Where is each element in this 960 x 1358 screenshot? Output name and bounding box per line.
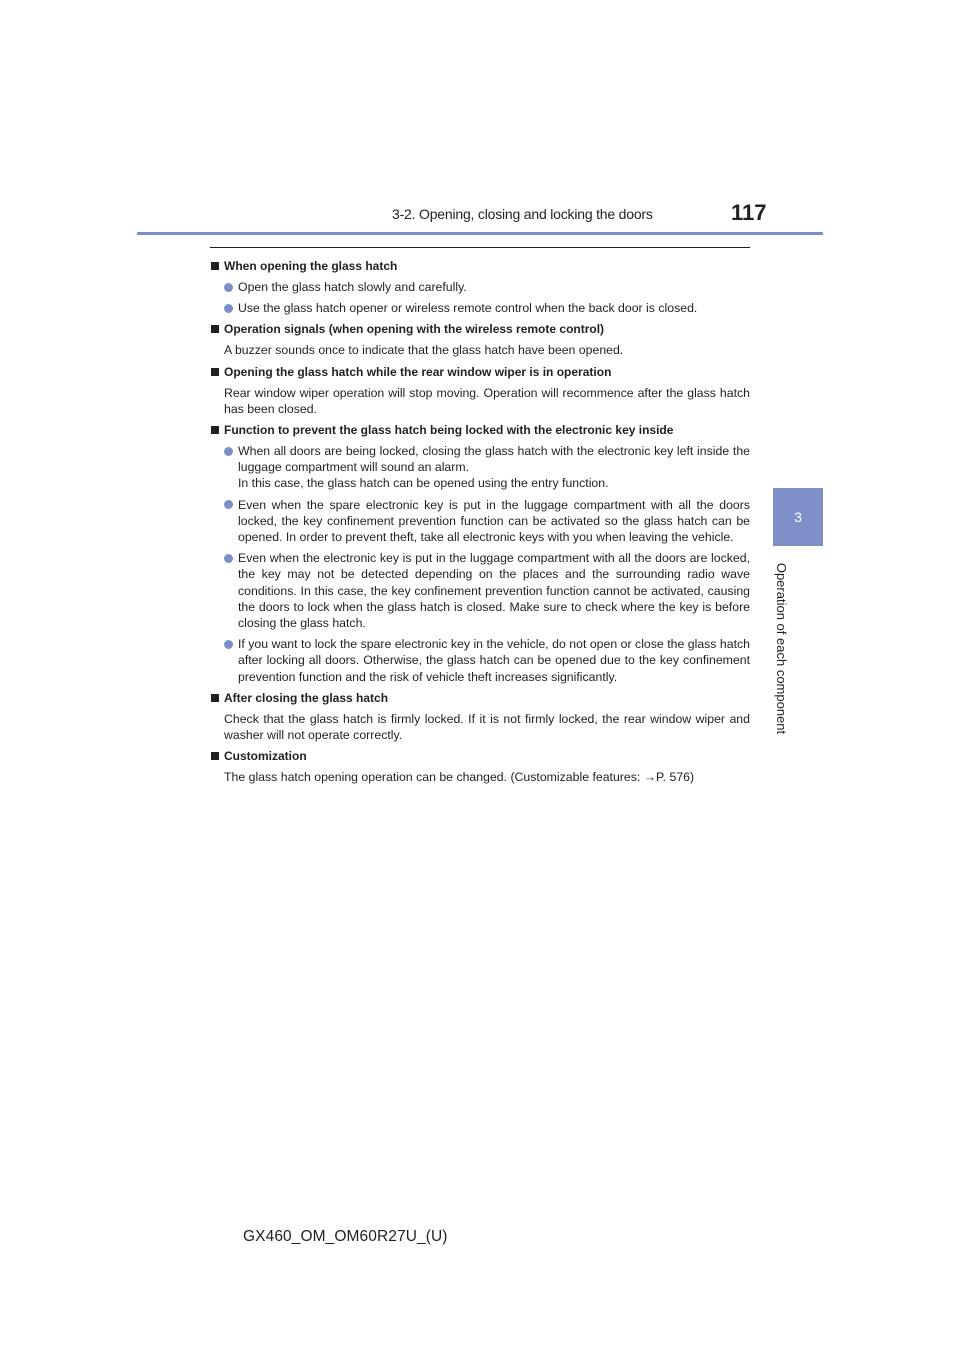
square-bullet-icon: [211, 262, 219, 270]
circle-bullet-icon: [224, 500, 233, 510]
section-text: Check that the glass hatch is firmly loc…: [224, 711, 750, 743]
circle-bullet-icon: [224, 282, 233, 292]
bullet-item: Use the glass hatch opener or wireless r…: [210, 300, 750, 316]
circle-bullet-icon: [224, 553, 233, 563]
page-content: When opening the glass hatch Open the gl…: [210, 258, 750, 790]
chapter-side-label: Operation of each component: [770, 551, 794, 745]
page-number: 117: [731, 200, 767, 225]
section-heading: Function to prevent the glass hatch bein…: [210, 422, 750, 438]
section-text: The glass hatch opening operation can be…: [224, 770, 695, 785]
circle-bullet-icon: [224, 639, 233, 649]
bullet-item: Even when the electronic key is put in t…: [210, 550, 750, 631]
section-heading: After closing the glass hatch: [210, 690, 750, 706]
bullet-item: Open the glass hatch slowly and carefull…: [210, 279, 750, 295]
section-heading: Customization: [210, 748, 750, 764]
section-text: Rear window wiper operation will stop mo…: [224, 385, 750, 416]
bullet-item: Even when the spare electronic key is pu…: [210, 497, 750, 546]
bullet-item: When all doors are being locked, closing…: [210, 443, 750, 492]
circle-bullet-icon: [224, 446, 233, 456]
running-header-title: 3-2. Opening, closing and locking the do…: [392, 206, 653, 222]
arrow-right-icon: →: [643, 770, 657, 785]
square-bullet-icon: [211, 693, 219, 702]
section-heading: Operation signals (when opening with the…: [210, 321, 750, 337]
circle-bullet-icon: [224, 303, 233, 313]
square-bullet-icon: [211, 367, 219, 376]
bullet-item: If you want to lock the spare electronic…: [210, 636, 750, 685]
section-heading: Opening the glass hatch while the rear w…: [210, 364, 750, 380]
chapter-tab: 3: [773, 488, 823, 546]
page-reference-link[interactable]: P. 576): [656, 770, 695, 785]
square-bullet-icon: [211, 426, 219, 435]
square-bullet-icon: [211, 325, 219, 334]
section-heading: When opening the glass hatch: [210, 258, 750, 274]
square-bullet-icon: [211, 752, 219, 761]
chapter-title: Operation of each component: [774, 562, 790, 734]
document-code: GX460_OM_OM60R27U_(U): [243, 1228, 448, 1245]
header-divider: [137, 232, 823, 235]
section-divider: [210, 247, 750, 248]
chapter-number: 3: [794, 509, 802, 525]
section-text: A buzzer sounds once to indicate that th…: [224, 343, 624, 358]
bullet-note: In this case, the glass hatch can be ope…: [238, 476, 609, 491]
